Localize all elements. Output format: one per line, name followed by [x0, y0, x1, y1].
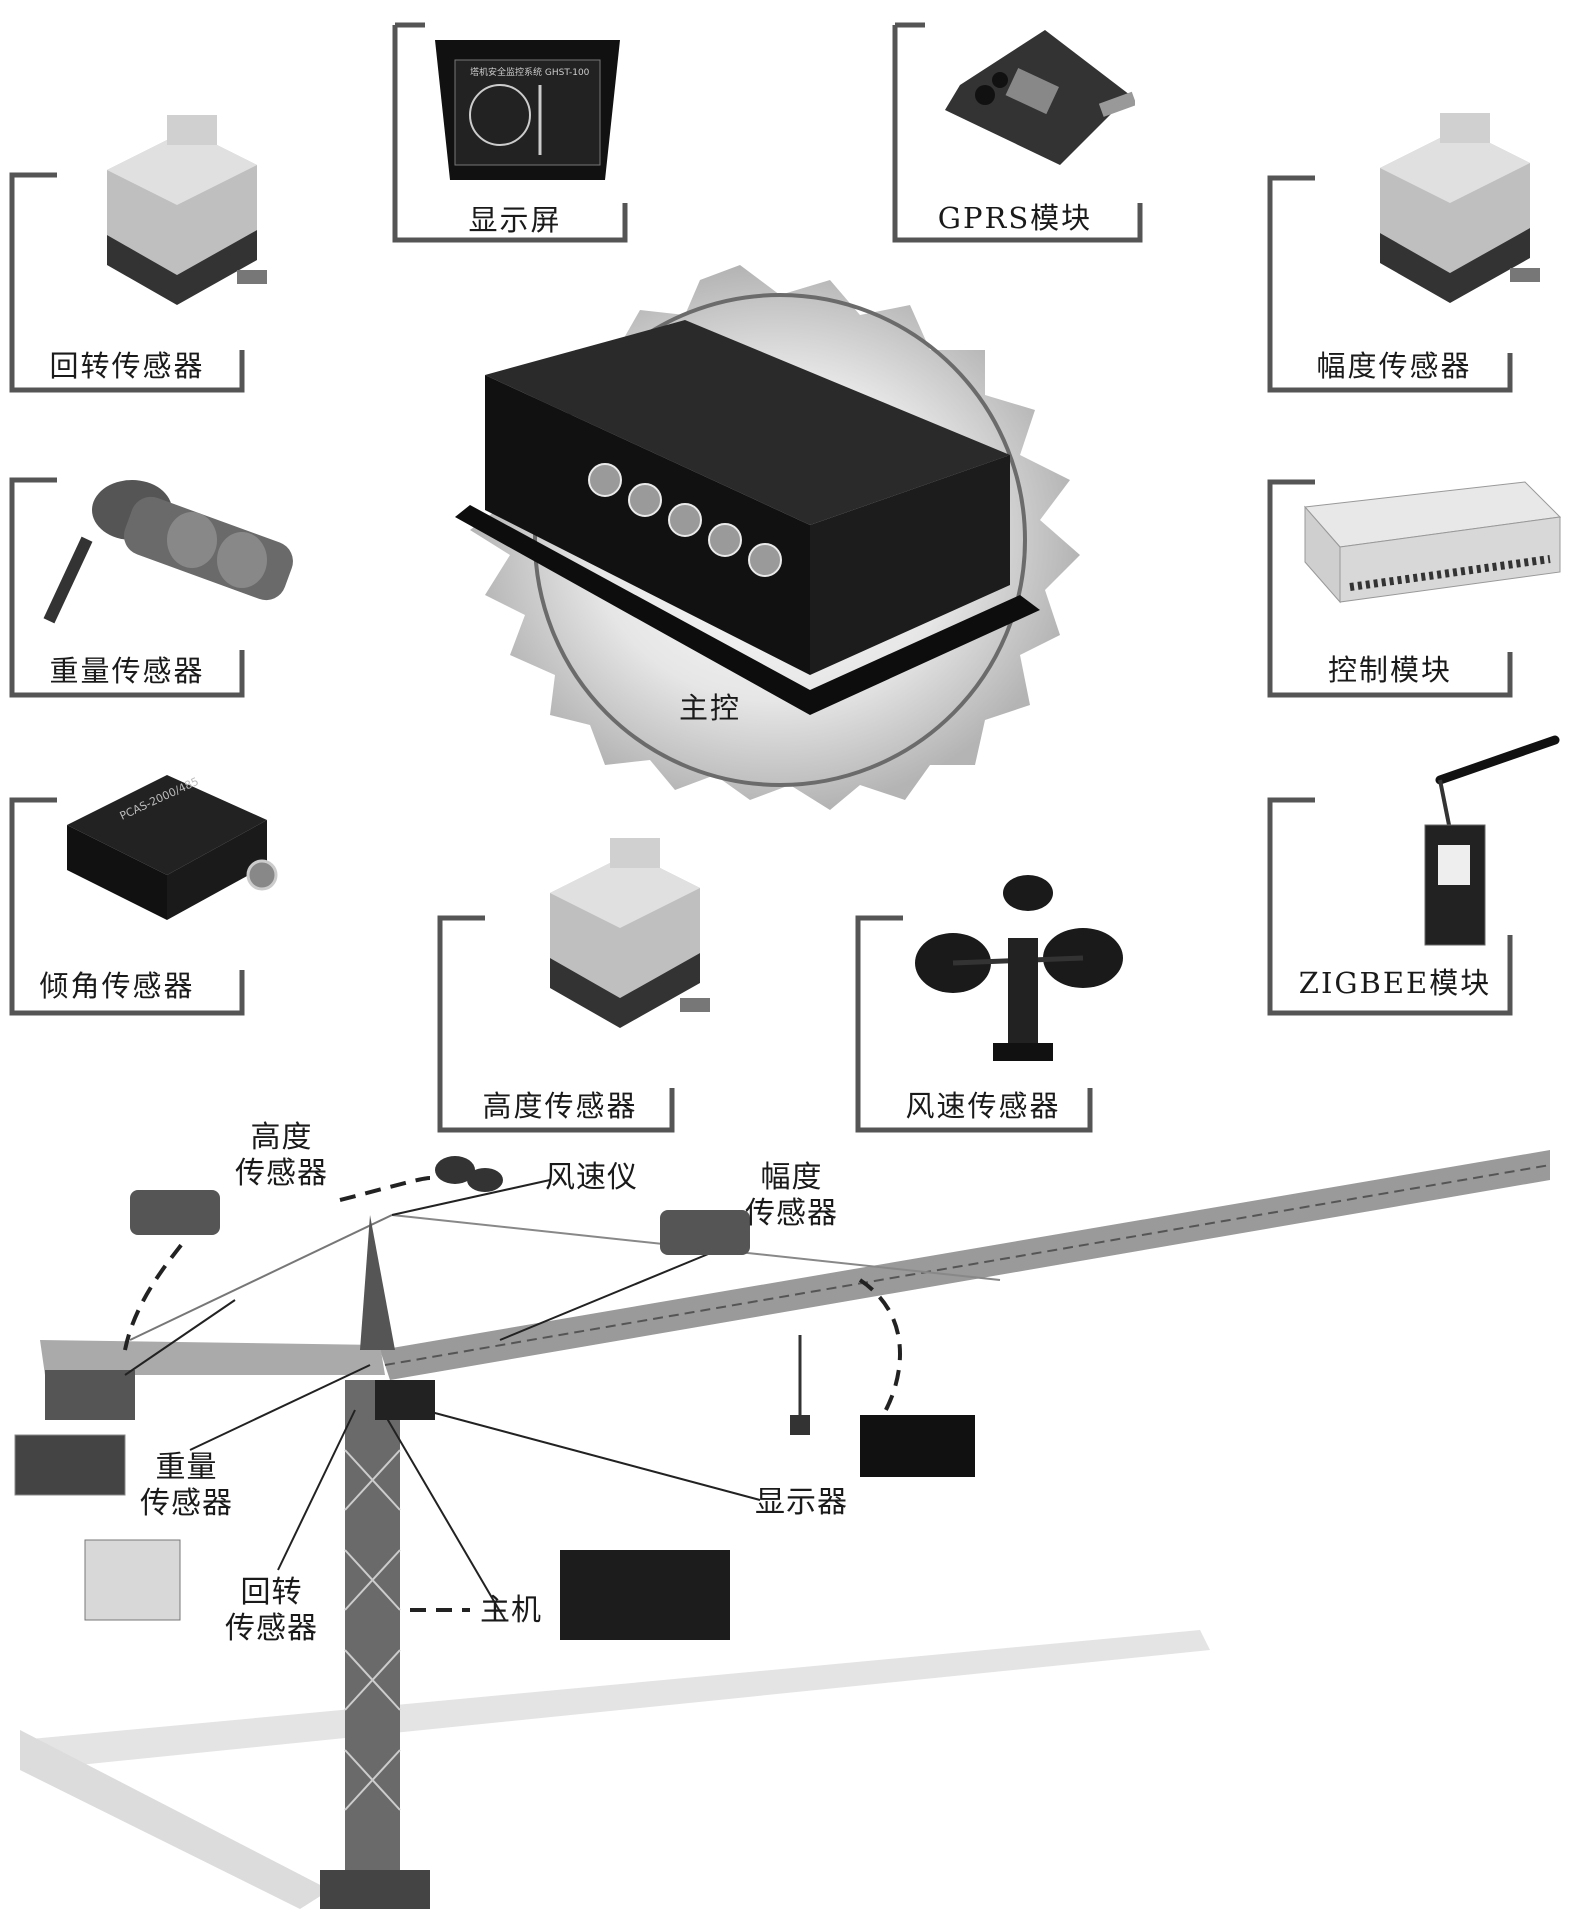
host-mini	[560, 1550, 730, 1640]
amplitude-sensor-frame: 幅度传感器	[1267, 113, 1540, 393]
mast-base	[320, 1870, 430, 1909]
slewing-sensor-illustration	[107, 115, 267, 305]
frame-bracket	[437, 915, 675, 1133]
gprs-module-caption: GPRS模块	[937, 201, 1093, 235]
tower-mast	[345, 1380, 400, 1900]
frame-bracket	[1267, 479, 1513, 698]
amplitude-sensor-mini	[660, 1210, 750, 1255]
gprs-module-frame: GPRS模块	[892, 22, 1143, 243]
controller-top	[485, 320, 1010, 525]
weight-sensor-frame: 重量传感器	[9, 477, 293, 698]
crane-label-amplitude-line1: 幅度	[760, 1160, 823, 1195]
tower-crane-illustration	[14, 1150, 1551, 1909]
controller-base	[455, 505, 1040, 715]
display-screen-frame: 塔机安全监控系统 GHST-100 显示屏	[392, 22, 628, 243]
height-sensor-frame: 高度传感器	[437, 838, 710, 1133]
anemometer-mini	[435, 1156, 503, 1192]
frame-bracket	[855, 915, 1093, 1133]
crane-label-amplitude-line2: 传感器	[745, 1196, 838, 1231]
tilt-sensor-caption: 倾角传感器	[39, 969, 195, 1003]
crane-label-slewing: 回转 传感器	[225, 1575, 318, 1647]
control-module-frame: 控制模块	[1267, 479, 1562, 698]
slewing-sensor-caption: 回转传感器	[49, 349, 205, 383]
crane-label-height-line1: 高度	[250, 1120, 313, 1155]
crane-scene: 高度 传感器 风速仪 幅度 传感器 重量 传感器 回转 传感器 显示器 主机	[0, 1120, 1572, 1909]
hook-block	[790, 1415, 810, 1435]
main-controller-caption: 主控	[678, 691, 742, 725]
frame-bracket	[892, 22, 1143, 243]
crane-shadow	[20, 1630, 1210, 1770]
display-screen-title: 塔机安全监控系统 GHST-100	[470, 66, 590, 78]
slewing-sensor-mini	[84, 1539, 181, 1621]
anemometer-illustration	[915, 875, 1123, 1061]
crane-label-slewing-line2: 传感器	[225, 1611, 318, 1646]
crane-label-anemometer: 风速仪	[545, 1160, 638, 1195]
cab	[375, 1380, 435, 1420]
counterweight	[45, 1370, 135, 1420]
zigbee-module-caption: ZIGBEE模块	[1298, 966, 1492, 1000]
crane-label-host: 主机	[480, 1593, 542, 1628]
frame-bracket	[9, 172, 245, 393]
crane-label-height-line2: 传感器	[235, 1156, 328, 1191]
amplitude-sensor-caption: 幅度传感器	[1316, 349, 1472, 383]
control-module-illustration	[1303, 481, 1562, 604]
wind-sensor-frame: 风速传感器	[855, 875, 1123, 1133]
frame-bracket	[1267, 797, 1513, 1016]
crane-label-weight-line1: 重量	[155, 1450, 218, 1485]
weight-sensor-illustration	[43, 480, 293, 624]
crane-label-weight: 重量 传感器	[140, 1450, 233, 1522]
crane-label-height: 高度 传感器	[235, 1120, 328, 1192]
height-sensor-caption: 高度传感器	[482, 1089, 638, 1123]
main-controller-panel: 主控	[410, 255, 1100, 815]
height-sensor-mini	[130, 1190, 220, 1235]
frame-bracket	[9, 477, 245, 698]
display-mini	[860, 1415, 975, 1477]
main-controller-illustration	[455, 265, 1080, 810]
frame-bracket	[1267, 175, 1513, 393]
crane-label-amplitude: 幅度 传感器	[745, 1160, 838, 1232]
controller-front	[485, 375, 810, 675]
weight-sensor-caption: 重量传感器	[49, 654, 205, 688]
counter-jib	[40, 1340, 385, 1375]
tilt-sensor-illustration: PCAS-2000/485	[67, 775, 278, 920]
crane-label-weight-line2: 传感器	[140, 1486, 233, 1521]
display-screen-caption: 显示屏	[468, 203, 562, 237]
crane-label-display: 显示器	[755, 1485, 848, 1520]
display-screen-illustration: 塔机安全监控系统 GHST-100	[435, 40, 620, 180]
crane-label-slewing-line1: 回转	[240, 1575, 303, 1610]
gprs-module-illustration	[945, 30, 1135, 165]
ring	[533, 293, 1027, 787]
height-sensor-illustration	[550, 838, 710, 1028]
amplitude-sensor-illustration	[1380, 113, 1540, 303]
wind-sensor-caption: 风速传感器	[905, 1089, 1061, 1123]
jib	[380, 1150, 1550, 1380]
frame-bracket	[392, 22, 628, 243]
control-module-caption: 控制模块	[1327, 653, 1453, 687]
zigbee-module-frame: ZIGBEE模块	[1267, 735, 1560, 1016]
connector-row	[588, 463, 782, 577]
slewing-sensor-frame: 回转传感器	[9, 115, 267, 393]
controller-side	[810, 455, 1010, 675]
frame-bracket	[9, 797, 245, 1016]
mast-shadow	[20, 1730, 330, 1909]
zigbee-module-illustration	[1424, 735, 1560, 946]
tilt-sensor-frame: PCAS-2000/485 倾角传感器	[9, 775, 278, 1016]
weight-sensor-mini	[14, 1434, 126, 1496]
